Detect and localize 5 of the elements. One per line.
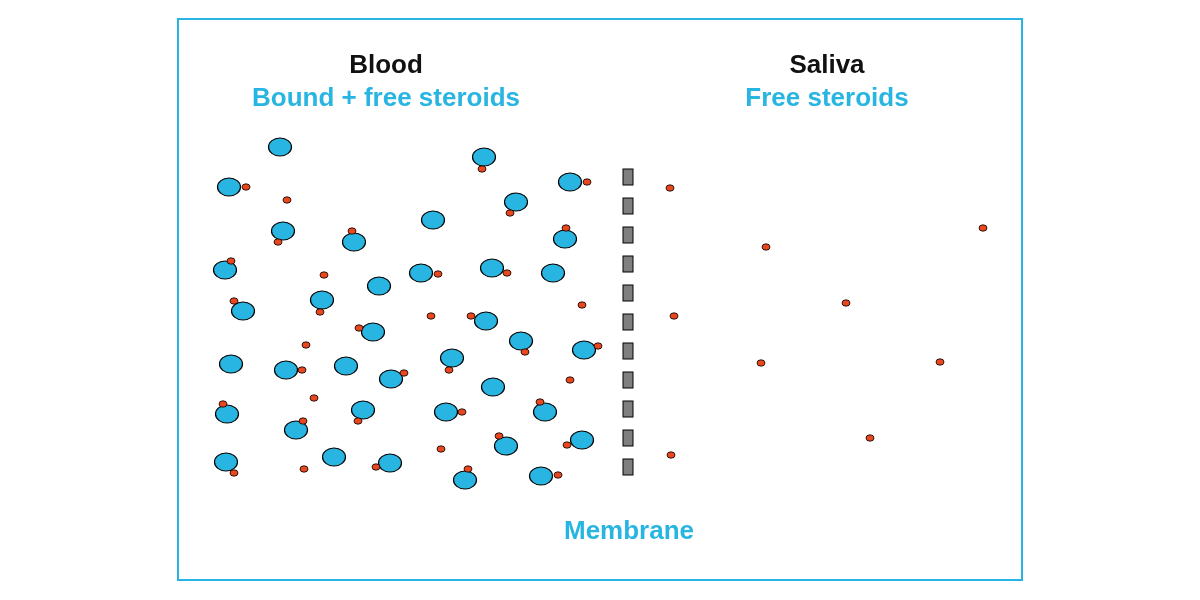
membrane-label: Membrane (564, 515, 694, 545)
compartment-heading: Saliva (789, 49, 865, 79)
compartment-subheading: Bound + free steroids (252, 82, 520, 112)
compartment-heading: Blood (349, 49, 423, 79)
compartment-subheading: Free steroids (745, 82, 909, 112)
